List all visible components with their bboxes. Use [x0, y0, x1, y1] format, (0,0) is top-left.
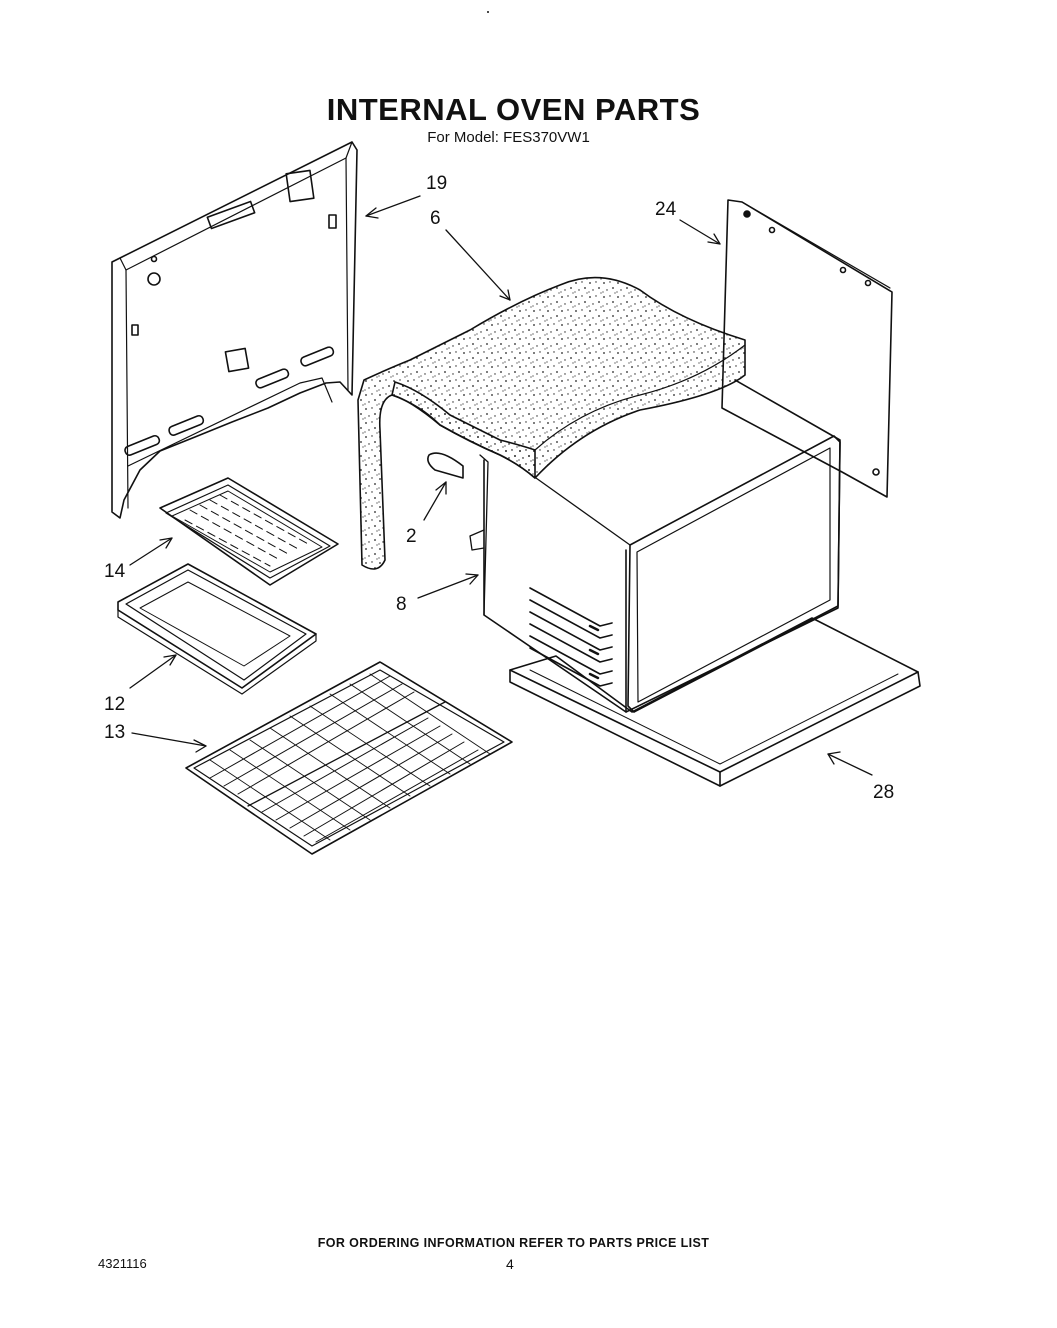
oven-cavity — [469, 379, 841, 713]
ordering-info-note: FOR ORDERING INFORMATION REFER TO PARTS … — [317, 1236, 710, 1250]
oven-insulation-blanket — [357, 276, 746, 616]
leader-arrows — [129, 195, 873, 776]
callout-28: 28 — [873, 782, 894, 803]
callout-12: 12 — [104, 694, 125, 715]
callout-24: 24 — [655, 199, 677, 220]
document-number: 4321116 — [98, 1256, 147, 1271]
model-subtitle: For Model: FES370VW1 — [427, 129, 590, 146]
callout-19: 19 — [426, 173, 447, 194]
callout-2: 2 — [406, 526, 417, 547]
broiler-grid — [159, 477, 339, 586]
oven-side-panel — [721, 199, 893, 498]
oven-back-panel — [111, 141, 358, 519]
broiler-pan — [117, 563, 317, 695]
page-number: 4 — [506, 1256, 514, 1272]
oven-bottom-tray — [509, 617, 921, 787]
callout-8: 8 — [396, 594, 407, 615]
page-title: INTERNAL OVEN PARTS — [326, 92, 701, 127]
callout-13: 13 — [104, 722, 125, 743]
callout-14: 14 — [104, 561, 126, 582]
oven-rack — [185, 661, 513, 855]
callout-6: 6 — [430, 208, 441, 229]
scan-speck — [487, 11, 489, 13]
